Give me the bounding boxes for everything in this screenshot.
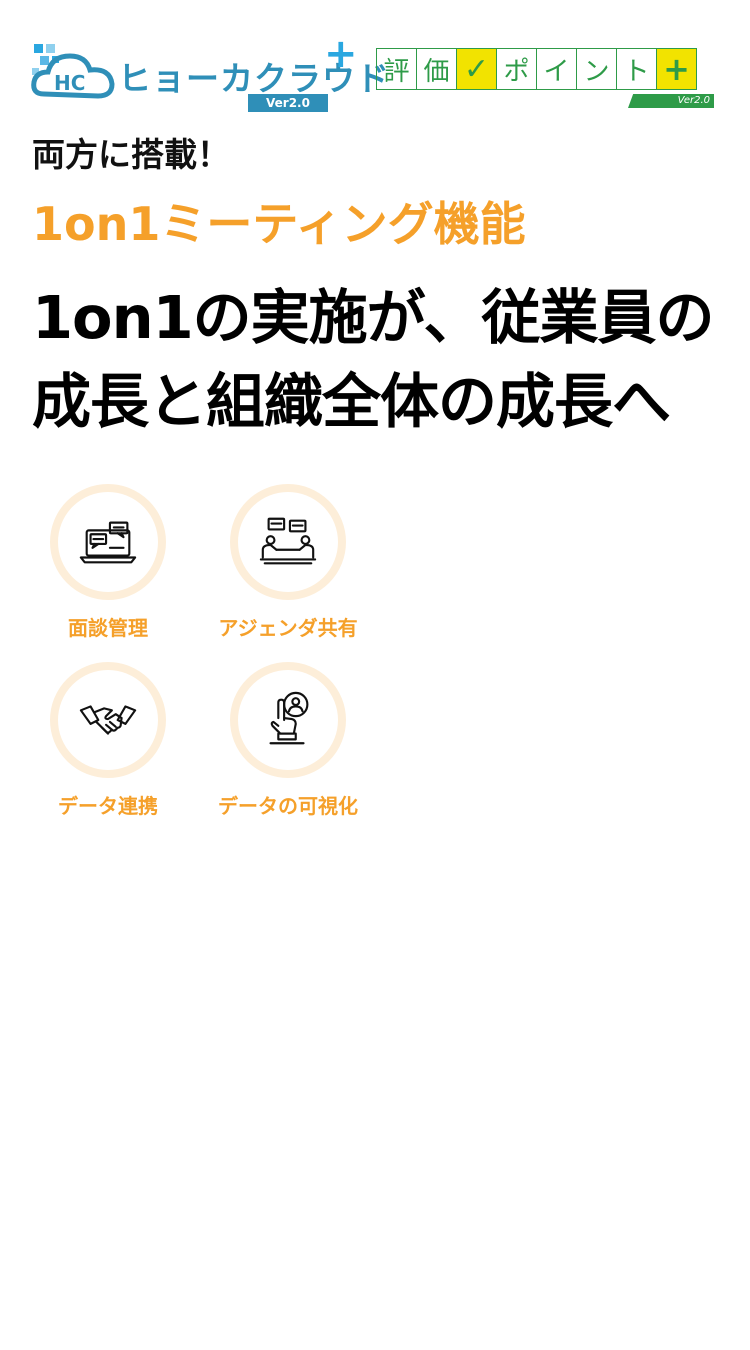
plus-icon: + — [656, 48, 697, 90]
cloud-logo-icon: HC — [31, 44, 115, 99]
hyoka-point-boxes: 評 価 ✓ ポ イ ン ト + — [376, 48, 718, 90]
hyoka-point-logo: 評 価 ✓ ポ イ ン ト + Ver2.0 — [376, 48, 718, 110]
feature-ring — [50, 484, 166, 600]
feature-data-integration: データ連携 — [28, 662, 188, 819]
hyoka-point-version: Ver2.0 — [628, 94, 714, 108]
hp-char-box: ン — [576, 48, 617, 90]
hp-char-box: 評 — [376, 48, 417, 90]
hp-char-box: 価 — [416, 48, 457, 90]
feature-data-visualization: データの可視化 — [208, 662, 368, 819]
headline: 1on1の実施が、従業員の 成長と組織全体の成長へ — [32, 276, 732, 444]
hc-initials: HC — [54, 71, 85, 95]
feature-label: アジェンダ共有 — [218, 616, 358, 640]
hyoka-cloud-version: Ver2.0 — [248, 94, 328, 112]
headline-line-1: 1on1の実施が、従業員の — [32, 283, 714, 352]
feature-label: データの可視化 — [218, 794, 358, 818]
headline-line-2: 成長と組織全体の成長へ — [32, 367, 671, 436]
hand-touch-user-icon — [269, 691, 309, 745]
feature-ring — [230, 484, 346, 600]
check-icon: ✓ — [456, 48, 497, 90]
hyoka-cloud-name: ヒョーカクラウド — [118, 59, 390, 98]
hyoka-cloud-plus: + — [324, 31, 358, 77]
meeting-table-icon — [259, 517, 317, 565]
feature-interview-management: 面談管理 — [28, 484, 188, 641]
handshake-icon — [79, 705, 137, 735]
tagline: 両方に搭載！ — [32, 135, 230, 174]
feature-label: 面談管理 — [68, 616, 148, 640]
laptop-chat-icon — [79, 521, 137, 564]
hp-char-box: ポ — [496, 48, 537, 90]
hp-char-box: ト — [616, 48, 657, 90]
feature-title: 1on1ミーティング機能 — [32, 197, 526, 251]
feature-ring — [50, 662, 166, 778]
feature-label: データ連携 — [58, 794, 158, 818]
feature-ring — [230, 662, 346, 778]
hyoka-cloud-logo: HC ヒョーカクラウド + Ver2.0 — [30, 34, 389, 112]
feature-agenda-sharing: アジェンダ共有 — [208, 484, 368, 641]
hp-char-box: イ — [536, 48, 577, 90]
